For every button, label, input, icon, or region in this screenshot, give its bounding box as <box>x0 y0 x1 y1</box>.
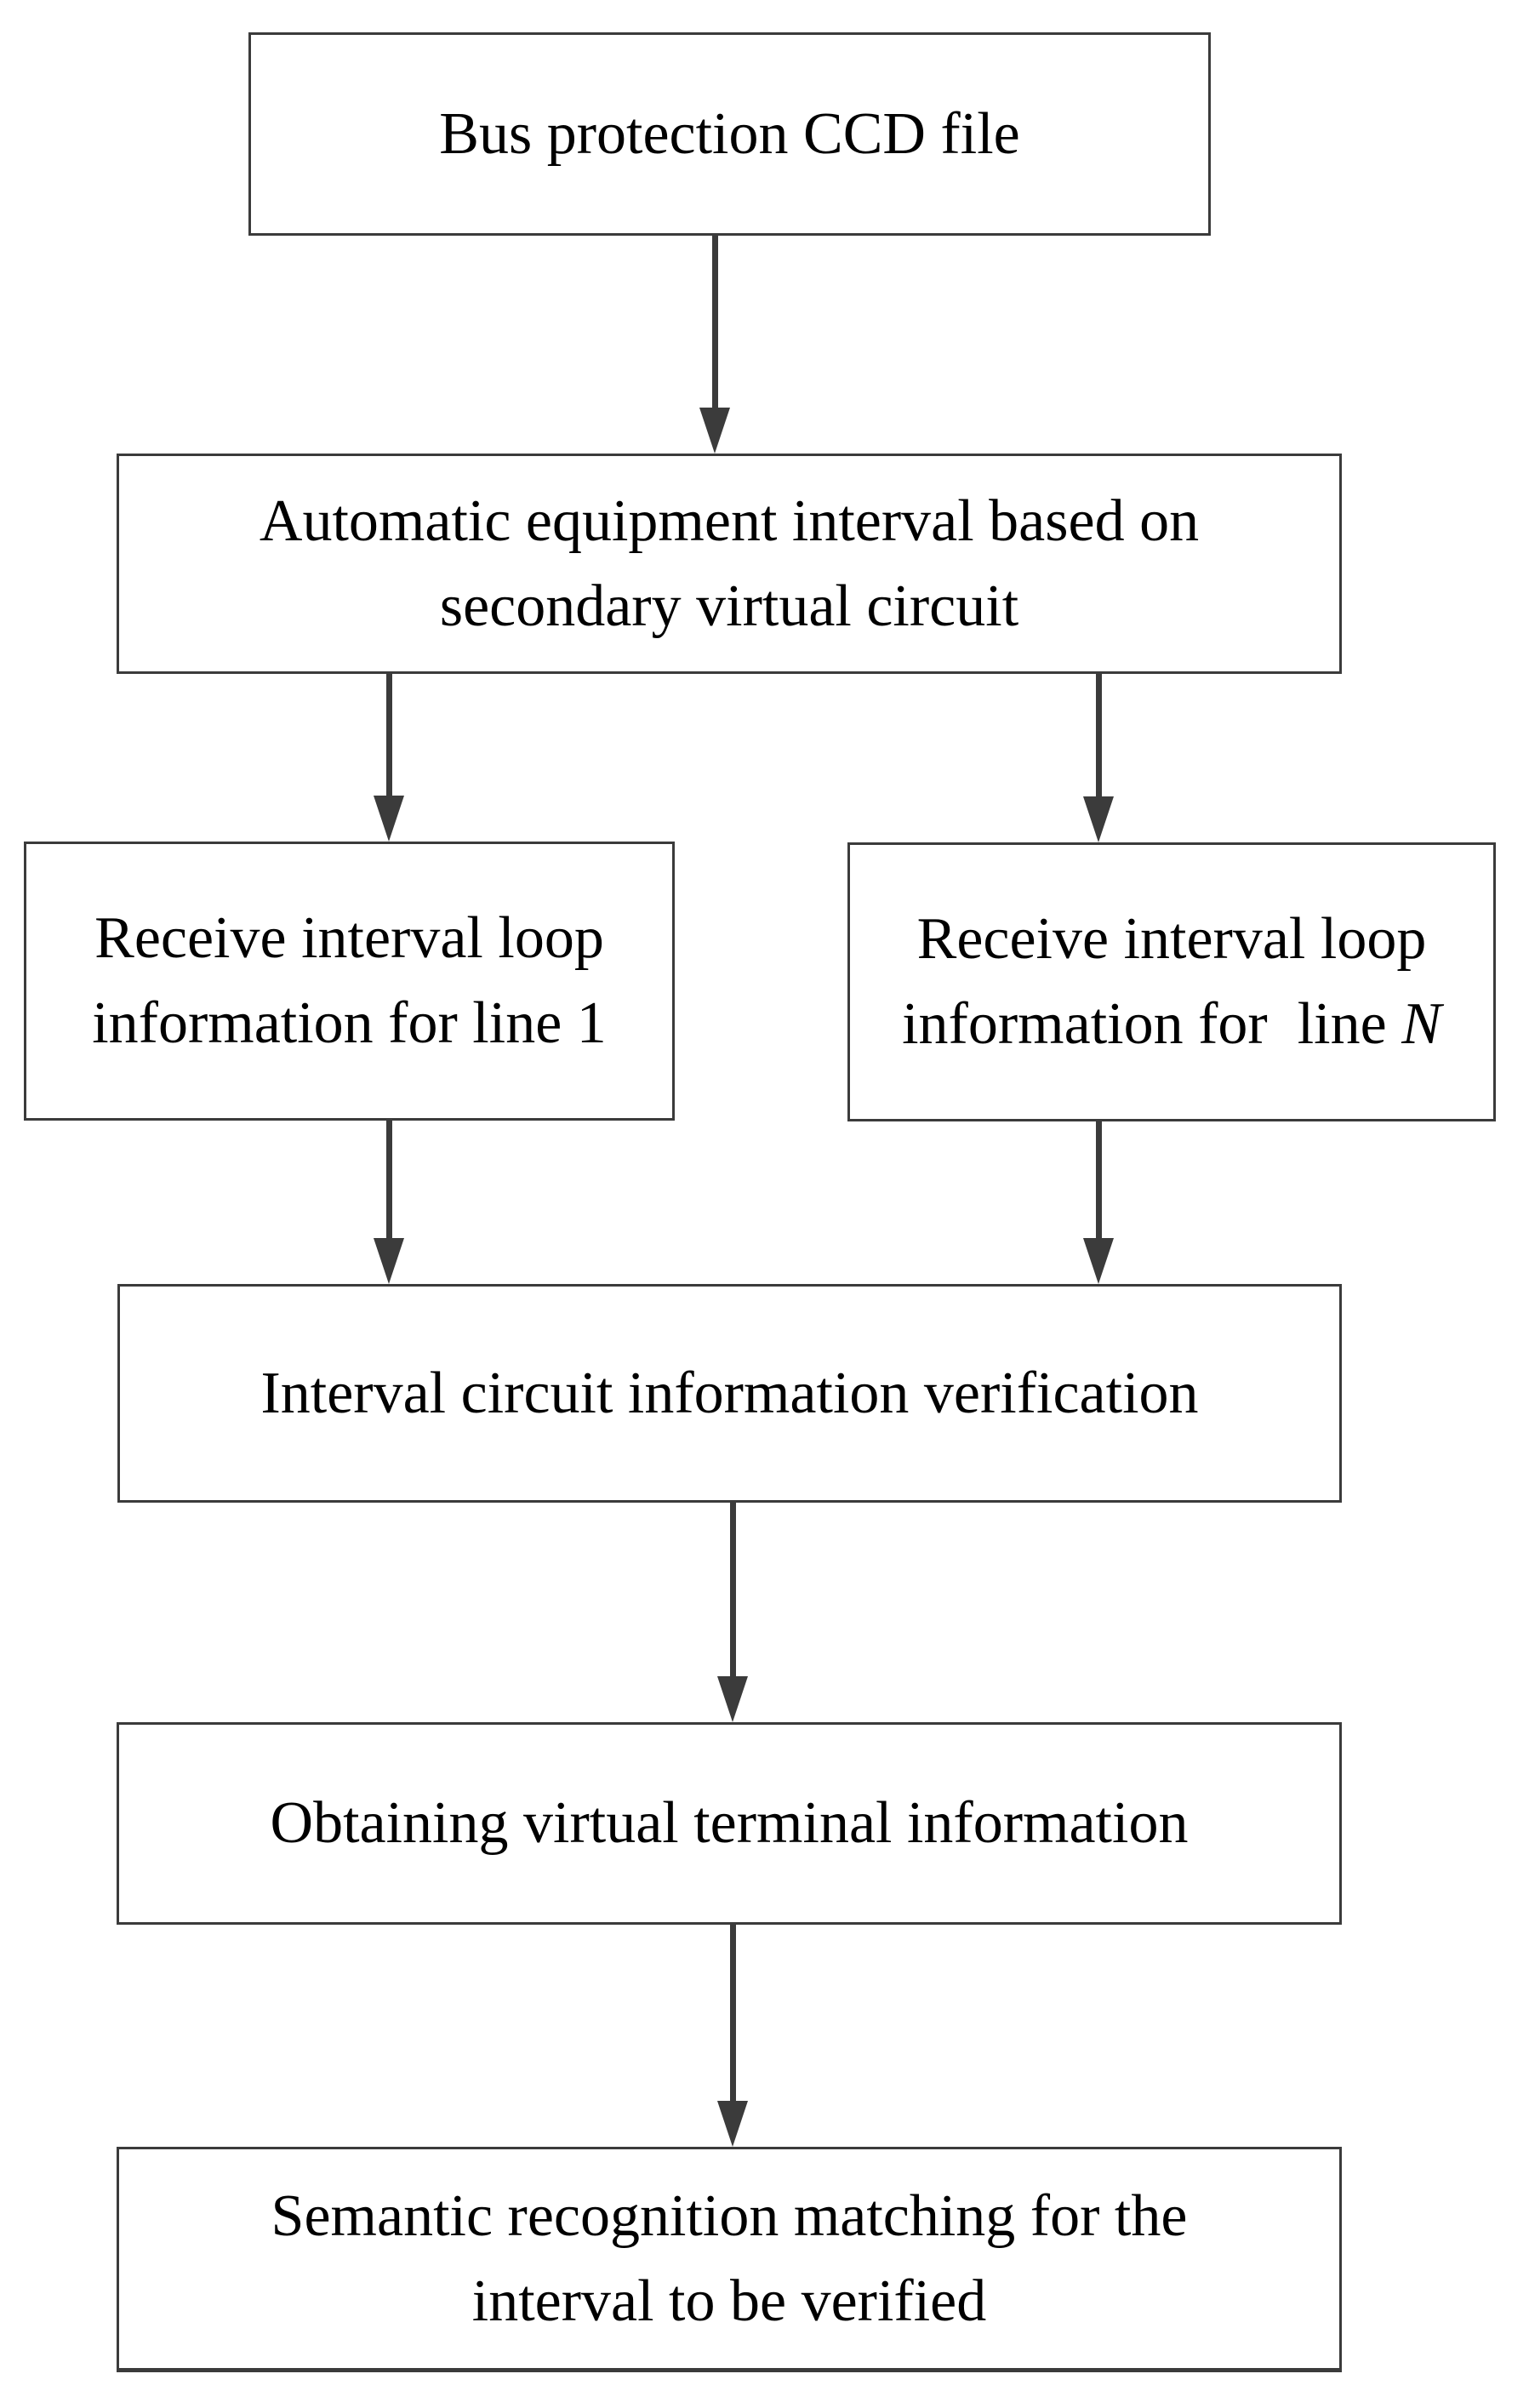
arrow-head <box>717 2101 748 2147</box>
arrow-head <box>374 796 404 842</box>
node-text-line: Obtaining virtual terminal information <box>270 1790 1189 1856</box>
arrow-shaft <box>386 1119 392 1241</box>
node-text-line: Interval circuit information verificatio… <box>260 1360 1199 1426</box>
node-text-line: Automatic equipment interval based on <box>259 488 1200 554</box>
node-text-line: Bus protection CCD file <box>439 100 1020 167</box>
arrow-shaft <box>712 236 718 411</box>
node-text-line: information for line N <box>902 982 1441 1067</box>
node-text-italic-n: N <box>1401 991 1441 1057</box>
arrow-shaft <box>1096 1120 1102 1241</box>
node-text-line: secondary virtual circuit <box>439 573 1019 639</box>
arrow-head <box>1083 1238 1114 1284</box>
arrow-shaft <box>386 672 392 799</box>
node-receive-loop-line-1: Receive interval loop information for li… <box>24 842 675 1121</box>
arrow-head <box>699 408 730 454</box>
node-automatic-equipment-interval: Automatic equipment interval based on se… <box>117 454 1342 674</box>
node-text-part: information for line <box>902 991 1402 1057</box>
arrow-head <box>717 1676 748 1722</box>
node-obtaining-virtual-terminal: Obtaining virtual terminal information <box>117 1722 1342 1925</box>
node-semantic-recognition-matching: Semantic recognition matching for the in… <box>117 2147 1342 2372</box>
node-text-line: Semantic recognition matching for the <box>271 2183 1188 2249</box>
arrow-shaft <box>1096 672 1102 800</box>
node-text-line: interval to be verified <box>471 2268 987 2334</box>
node-interval-circuit-verification: Interval circuit information verificatio… <box>117 1284 1342 1503</box>
arrow-head <box>1083 796 1114 842</box>
node-receive-loop-line-n: Receive interval loop information for li… <box>847 842 1496 1121</box>
node-bus-protection-ccd-file: Bus protection CCD file <box>248 32 1211 236</box>
arrow-shaft <box>730 1501 736 1680</box>
node-text-line: Receive interval loop <box>916 906 1427 972</box>
node-text-line: Receive interval loop <box>94 905 604 971</box>
node-text-line: information for line 1 <box>92 990 607 1056</box>
arrow-shaft <box>730 1923 736 2104</box>
arrow-head <box>374 1238 404 1284</box>
